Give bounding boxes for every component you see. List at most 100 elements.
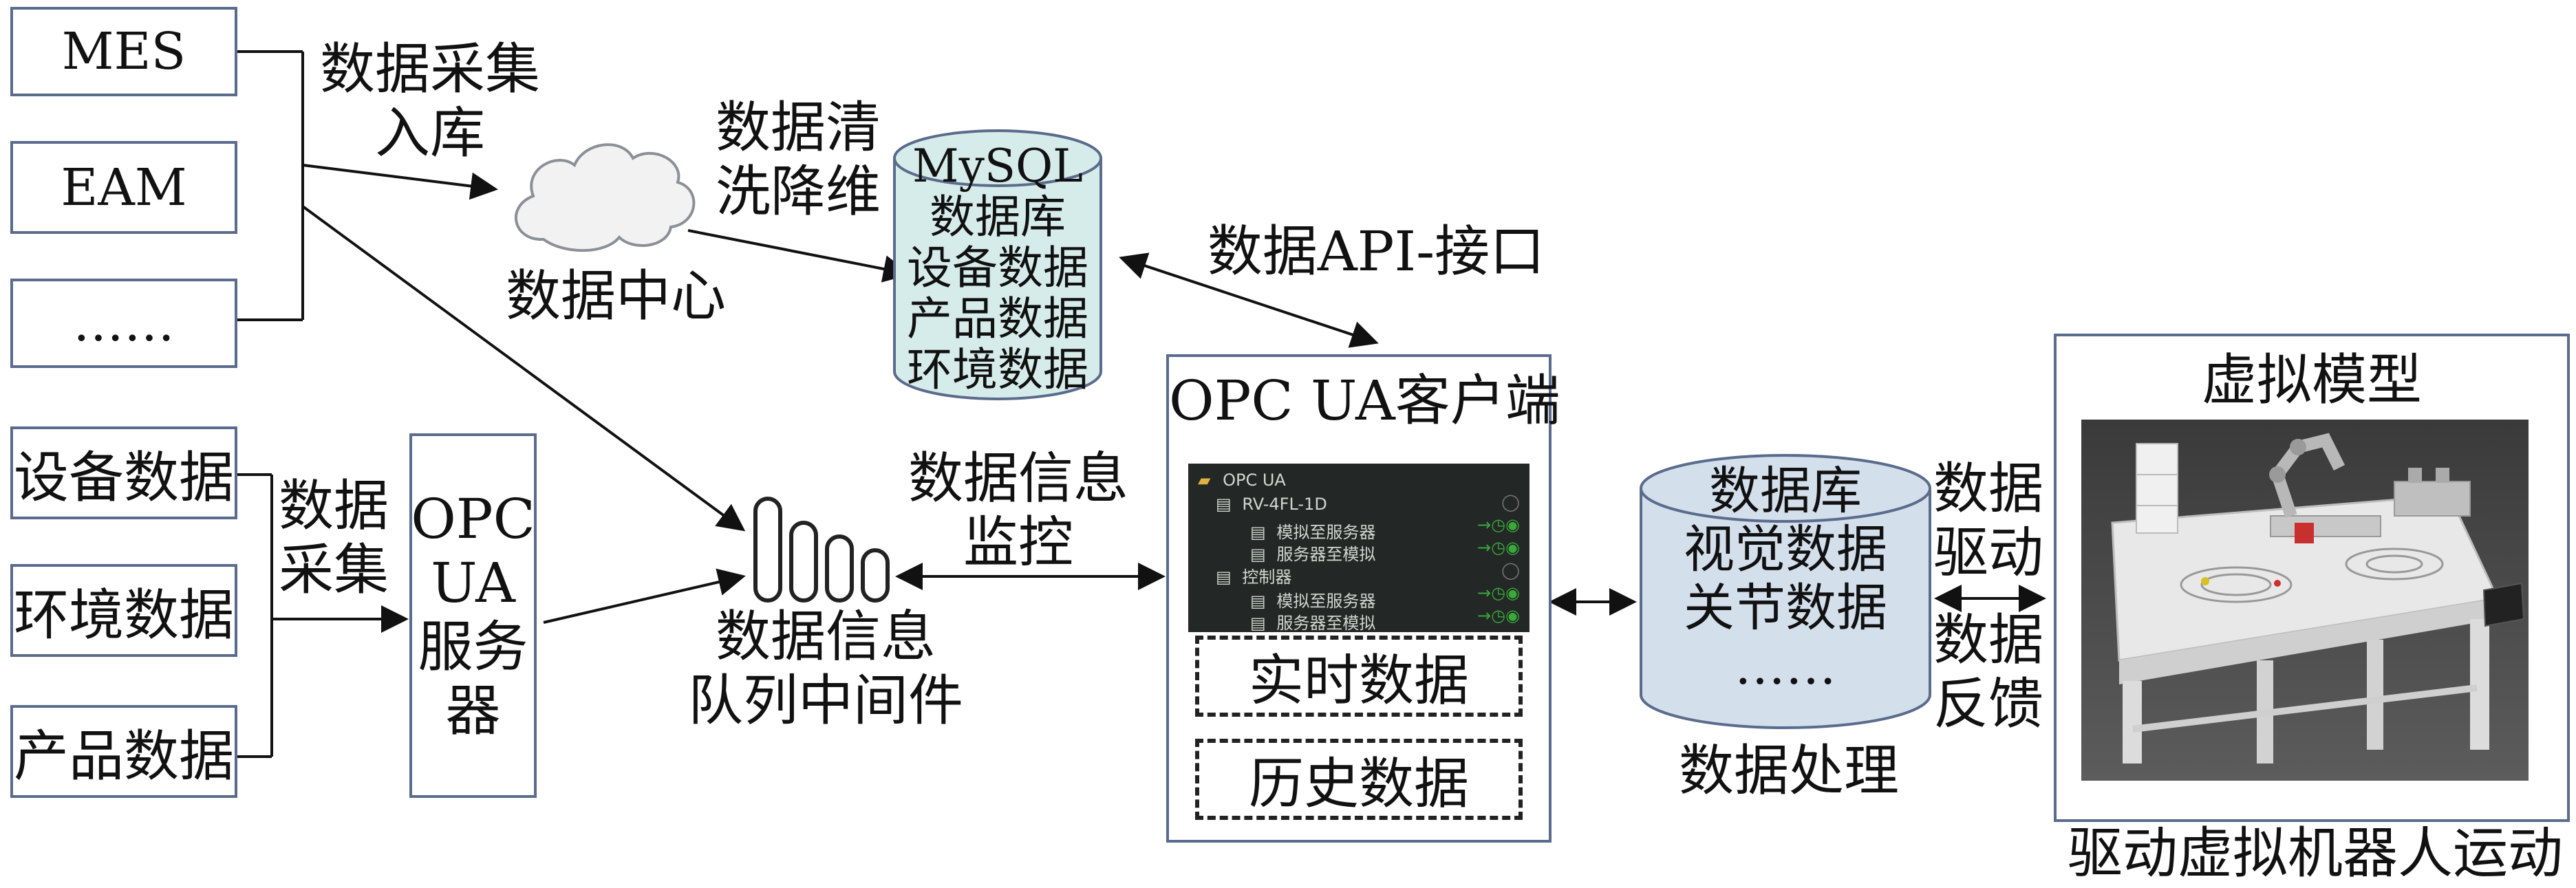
- status-ok-icon: →◷◉: [1477, 515, 1520, 534]
- source-more-label: ……: [73, 294, 175, 353]
- label-feedback-1: 数据: [1933, 608, 2043, 672]
- variable-node-icon: ▤: [1250, 614, 1266, 633]
- bottom-sources-bracket: [237, 473, 273, 758]
- source-box-eam: EAM: [10, 141, 237, 234]
- opc-server-line-1: OPC: [411, 487, 535, 552]
- tree-node-1-child-1-label: 模拟至服务器: [1276, 523, 1376, 542]
- label-drive-2: 驱动: [1933, 520, 2043, 585]
- label-api: 数据API-接口: [1207, 219, 1545, 283]
- opc-ua-server: OPC UA 服务 器: [409, 433, 537, 798]
- device-node-icon: ▤: [1216, 567, 1232, 587]
- label-message-queue: 数据信息 队列中间件: [688, 605, 963, 733]
- realtime-data-label: 实时数据: [1249, 649, 1469, 713]
- label-feedback-2: 反馈: [1933, 671, 2043, 736]
- source-box-mes: MES: [10, 7, 237, 96]
- source-box-product: 产品数据: [10, 705, 237, 798]
- tree-node-1-child-2-label: 服务器至模拟: [1276, 545, 1376, 564]
- source-product-label: 产品数据: [14, 724, 234, 788]
- label-monitor-1: 数据信息: [908, 446, 1128, 510]
- status-indicators: ◯ →◷◉ →◷◉ ◯ →◷◉ →◷◉: [1477, 491, 1520, 627]
- mysql-line-1: MySQL: [912, 140, 1083, 193]
- mysql-line-4: 产品数据: [907, 292, 1088, 345]
- tree-node-2-child-2: ▤ 服务器至模拟: [1250, 609, 1375, 633]
- variable-node-icon: ▤: [1250, 545, 1266, 564]
- history-data-label: 历史数据: [1249, 752, 1469, 816]
- cloud-icon: [514, 143, 696, 252]
- arrow-to-queue-from-top: [301, 205, 746, 532]
- status-ok-icon: →◷◉: [1477, 583, 1520, 603]
- opc-server-line-3: 服务: [418, 615, 528, 679]
- local-db-line-1: 数据库: [1709, 462, 1862, 521]
- label-process: 数据处理: [1679, 739, 1899, 803]
- mysql-line-2: 数据库: [930, 190, 1066, 243]
- message-queue-icon: [753, 497, 890, 603]
- tree-root: ▰ OPC UA: [1198, 470, 1286, 490]
- label-collect: 数据 采集: [268, 474, 399, 603]
- label-clean-2: 洗降维: [716, 159, 881, 224]
- source-box-more: ……: [10, 279, 237, 368]
- label-clean-reduce: 数据清 洗降维: [709, 96, 888, 224]
- local-db-line-3: 关节数据: [1684, 578, 1887, 638]
- top-sources-bracket: [237, 50, 304, 321]
- tree-node-1-child-2: ▤ 服务器至模拟: [1250, 541, 1375, 565]
- label-mq-2: 队列中间件: [688, 668, 963, 733]
- variable-node-icon: ▤: [1250, 592, 1266, 611]
- tree-root-label: OPC UA: [1223, 470, 1286, 490]
- source-box-env: 环境数据: [10, 564, 237, 657]
- label-collect-1: 数据: [279, 474, 389, 538]
- opc-server-line-2: UA: [431, 551, 515, 616]
- realtime-data-box: 实时数据: [1195, 636, 1523, 717]
- virtual-model-panel: 虚拟模型: [2054, 334, 2570, 822]
- device-node-icon: ▤: [1216, 495, 1232, 514]
- tree-node-2-label: 控制器: [1242, 567, 1292, 587]
- tree-node-1: ▤ RV-4FL-1D: [1216, 495, 1327, 514]
- label-collect-store: 数据采集 入库: [310, 37, 550, 166]
- mysql-line-5: 环境数据: [907, 343, 1088, 396]
- local-db-line-4: ……: [1735, 637, 1836, 697]
- api-arrow: [1119, 252, 1379, 348]
- label-drive-1: 数据: [1933, 457, 2043, 521]
- virtual-model-scene: [2081, 420, 2529, 781]
- opc-ua-client: OPC UA客户端 ▰ OPC UA ▤ RV-4FL-1D ▤ 模拟至服务器 …: [1166, 354, 1560, 843]
- label-clean-1: 数据清: [716, 96, 881, 160]
- opc-client-title: OPC UA客户端: [1169, 369, 1560, 433]
- status-ring-icon: ◯: [1501, 492, 1520, 512]
- label-monitor: 数据信息 监控: [901, 446, 1135, 575]
- tree-node-1-label: RV-4FL-1D: [1242, 495, 1327, 514]
- source-eam-label: EAM: [61, 158, 187, 217]
- status-ring-icon: ◯: [1501, 561, 1520, 580]
- status-ok-icon: →◷◉: [1477, 538, 1520, 557]
- label-data-center: 数据中心: [506, 264, 726, 328]
- label-collect-2: 采集: [279, 537, 389, 602]
- history-data-box: 历史数据: [1195, 739, 1523, 820]
- label-drive: 数据 驱动: [1926, 457, 2050, 585]
- tree-node-1-child-1: ▤ 模拟至服务器: [1250, 519, 1375, 543]
- tree-node-2-child-1: ▤ 模拟至服务器: [1250, 587, 1375, 611]
- source-env-label: 环境数据: [14, 583, 234, 647]
- opc-server-line-4: 器: [445, 678, 501, 743]
- status-ok-icon: →◷◉: [1477, 606, 1520, 625]
- tree-node-2: ▤ 控制器: [1216, 563, 1291, 587]
- label-drive-robot: 驱动虚拟机器人运动: [2068, 821, 2563, 885]
- opc-client-tree-panel: ▰ OPC UA ▤ RV-4FL-1D ▤ 模拟至服务器 ▤ 服务器至模拟 ▤…: [1188, 464, 1530, 633]
- label-collect-store-1: 数据采集: [320, 37, 540, 101]
- variable-node-icon: ▤: [1250, 523, 1266, 542]
- local-db-text: 数据库 视觉数据 关节数据 ……: [1641, 462, 1930, 696]
- mysql-cylinder-icon: [893, 129, 1102, 400]
- virtual-model-title: 虚拟模型: [2202, 348, 2422, 412]
- label-monitor-2: 监控: [963, 510, 1073, 574]
- local-db-cylinder-icon: [1640, 454, 1931, 729]
- arrow-server-to-queue: [543, 568, 746, 624]
- tree-node-2-child-1-label: 模拟至服务器: [1276, 592, 1376, 611]
- source-mes-label: MES: [61, 22, 186, 81]
- mysql-text: MySQL 数据库 设备数据 产品数据 环境数据: [894, 141, 1101, 396]
- source-device-label: 设备数据: [14, 445, 234, 510]
- source-box-device: 设备数据: [10, 426, 237, 519]
- folder-icon: ▰: [1198, 470, 1211, 490]
- local-db-line-2: 视觉数据: [1684, 520, 1887, 580]
- mysql-line-3: 设备数据: [907, 241, 1088, 294]
- tree-node-2-child-2-label: 服务器至模拟: [1276, 614, 1376, 633]
- label-collect-store-2: 入库: [375, 100, 485, 165]
- arrow-to-cloud: [302, 164, 498, 200]
